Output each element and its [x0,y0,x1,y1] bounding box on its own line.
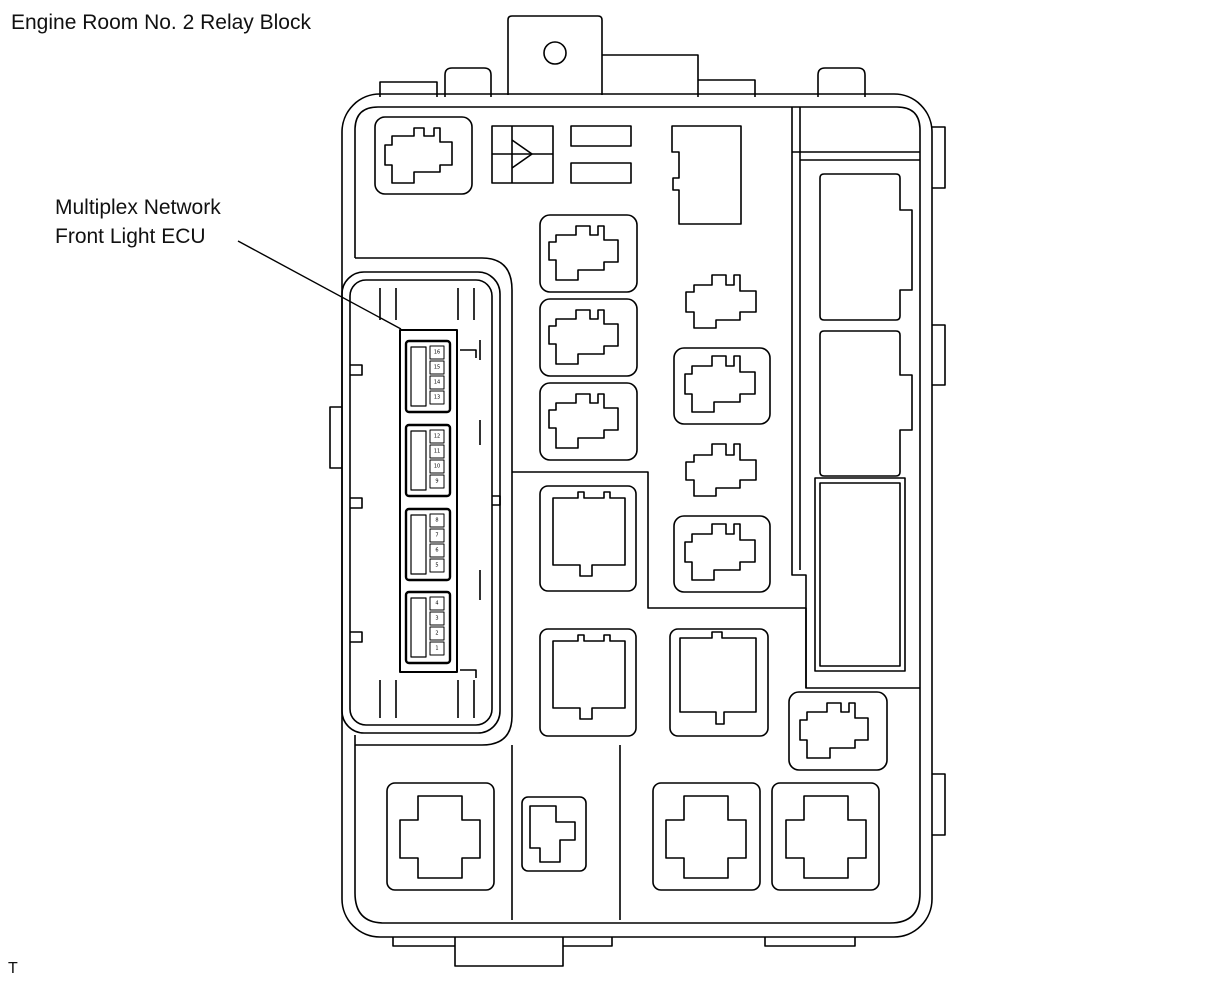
connector-pin [429,543,445,558]
connector-slot [410,597,427,658]
ecu-connector: 16 15 14 13 12 11 10 9 8 7 6 5 4 3 2 1 [399,329,458,673]
large-relays-mid [539,485,769,737]
connector-pin-label: 8 [435,518,438,524]
connector-slot [410,346,427,407]
ecu-bay [341,257,513,746]
bottom-fuse-boxes [386,782,880,891]
right-relays [788,173,913,771]
connector-pin-label: 15 [434,365,440,371]
connector-pin-label: 12 [434,434,440,440]
connector-pin [429,558,445,573]
top-mount-tab [379,15,866,97]
connector-pin-label: 3 [435,616,438,622]
connector-pin-label: 7 [435,533,438,539]
connector-pin [429,459,445,474]
top-left-relay [374,116,473,195]
connector-pin-label: 1 [435,646,438,652]
connector-pin-label: 13 [434,395,440,401]
connector-pin-label: 5 [435,563,438,569]
connector-pin [429,611,445,626]
connector-pin-label: 6 [435,548,438,554]
callout-line-2: Front Light ECU [55,225,206,248]
connector-pin [429,513,445,528]
connector-pin-group [404,339,452,414]
connector-pin-label: 10 [434,464,440,470]
connector-pin-label: 16 [434,350,440,356]
connector-slot [410,430,427,491]
connector-pin [429,626,445,641]
internal-partitions [511,107,920,920]
connector-pin-label: 11 [434,449,440,455]
callout-leader-line [237,240,402,330]
connector-pin [429,444,445,459]
relay-column-left [539,214,638,461]
figure-code: T [8,960,18,977]
component-callout-label: Multiplex Network Front Light ECU [55,193,221,251]
connector-pin [429,375,445,390]
diagram-title: Engine Room No. 2 Relay Block [11,11,311,34]
connector-pin [429,596,445,611]
connector-pin-group [404,590,452,665]
connector-pin-group [404,423,452,498]
connector-pin-label: 4 [435,601,438,607]
connector-pin [429,390,445,405]
connector-pin-label: 14 [434,380,440,386]
relay-column-middle [673,274,771,593]
connector-slot [410,514,427,575]
connector-pin-label: 9 [435,479,438,485]
connector-pin [429,360,445,375]
top-fuses [491,125,742,225]
connector-pin [429,641,445,656]
connector-pin-group [404,507,452,582]
connector-pin [429,345,445,360]
callout-line-1: Multiplex Network [55,196,221,219]
connector-pin [429,528,445,543]
connector-pin [429,429,445,444]
connector-pin-label: 2 [435,631,438,637]
connector-pin [429,474,445,489]
